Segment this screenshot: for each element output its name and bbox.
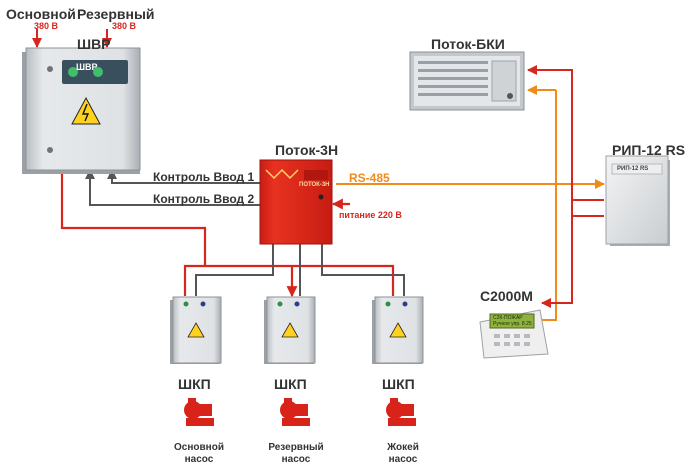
shkp-1-warning-icon	[187, 322, 205, 338]
bki-label: Поток-БКИ	[431, 36, 505, 52]
c2000m-screen	[489, 313, 535, 329]
shvr-lamp-1	[68, 67, 78, 77]
c2000m-label: С2000М	[480, 288, 533, 304]
shkp-1-lamp-blue	[200, 301, 206, 307]
pump-3-label: Жокей насос	[387, 442, 419, 465]
shkp-cabinet-3	[372, 296, 424, 364]
shkp-3-lamp-blue	[402, 301, 408, 307]
potok-key	[318, 194, 324, 200]
shkp-3-warning-icon	[389, 322, 407, 338]
potok3n-label: Поток-3Н	[275, 142, 339, 158]
shvr-label: ШВР	[77, 36, 111, 52]
control-1-wire	[107, 169, 260, 184]
potok3n-brand: ПОТОК-3Н	[299, 182, 330, 188]
c2000m-screen-line1: С2К-ПОЖАР	[493, 315, 523, 321]
pump-1-label: Основной насос	[174, 442, 224, 465]
pump-icon-3	[386, 398, 416, 426]
rip-front-text: РИП-12 RS	[617, 166, 649, 172]
shkp-1-lamp-green	[183, 301, 189, 307]
potok-label-plate	[304, 170, 328, 180]
input-arrows	[32, 29, 112, 48]
rip-label-plate	[611, 163, 663, 175]
pump-icon-1	[184, 398, 214, 426]
rip-power-line	[527, 65, 573, 308]
bki-indicator-rows	[418, 61, 488, 96]
rs485-label: RS-485	[349, 171, 390, 185]
control-1-label: Контроль Ввод 1	[153, 170, 255, 184]
shvr-warning-icon	[71, 96, 101, 125]
rs485-vertical	[542, 90, 557, 321]
power-wiring	[60, 170, 395, 298]
c2000m-device	[479, 309, 549, 359]
reserve-input-voltage: 380 В	[112, 21, 137, 31]
main-input-label: Основной	[6, 6, 76, 22]
rip-device	[605, 155, 670, 246]
c2000m-screen-line2: Ручное упр. 8.25	[493, 321, 532, 327]
shvr-screen-text: ШВР	[76, 62, 98, 72]
shkp-2-warning-icon	[281, 322, 299, 338]
shvr-cabinet	[22, 47, 141, 174]
shkp-2-label: ШКП	[274, 376, 307, 392]
main-input-voltage: 380 В	[34, 21, 59, 31]
shkp-2-lamp-green	[277, 301, 283, 307]
shkp-3-lamp-green	[385, 301, 391, 307]
bki-device	[409, 51, 525, 111]
shkp-3-label: ШКП	[382, 376, 415, 392]
cabinet-power-bus	[183, 264, 395, 296]
reserve-input-label: Резервный	[77, 6, 155, 22]
potok-logo-wave	[265, 168, 299, 180]
control-wiring	[85, 169, 405, 296]
potok3n-power-label: питание 220 В	[339, 210, 402, 220]
cabinet-control-left	[195, 243, 274, 296]
shkp-1-label: ШКП	[178, 376, 211, 392]
bki-key	[507, 93, 513, 99]
rip-power-wiring	[527, 65, 604, 308]
rip-label: РИП-12 RS	[612, 142, 686, 158]
shkp-cabinet-2	[264, 296, 316, 364]
cabinet-control-right	[321, 243, 405, 296]
shkp-2-lamp-blue	[294, 301, 300, 307]
shkp-cabinet-1	[170, 296, 222, 364]
shvr-lamp-2	[93, 67, 103, 77]
shvr-lock-2	[47, 147, 53, 153]
potok3n-device	[259, 159, 333, 245]
pump-icon-2	[280, 398, 310, 426]
rs485-wiring	[336, 85, 605, 321]
control-2-wire	[85, 169, 260, 206]
control-2-label: Контроль Ввод 2	[153, 192, 255, 206]
shvr-power-wire	[60, 170, 207, 266]
shvr-bolt-icon	[81, 103, 90, 122]
shvr-lock-1	[47, 66, 53, 72]
pump-2-label: Резервный насос	[268, 442, 324, 465]
c2000m-keypad	[494, 334, 530, 346]
